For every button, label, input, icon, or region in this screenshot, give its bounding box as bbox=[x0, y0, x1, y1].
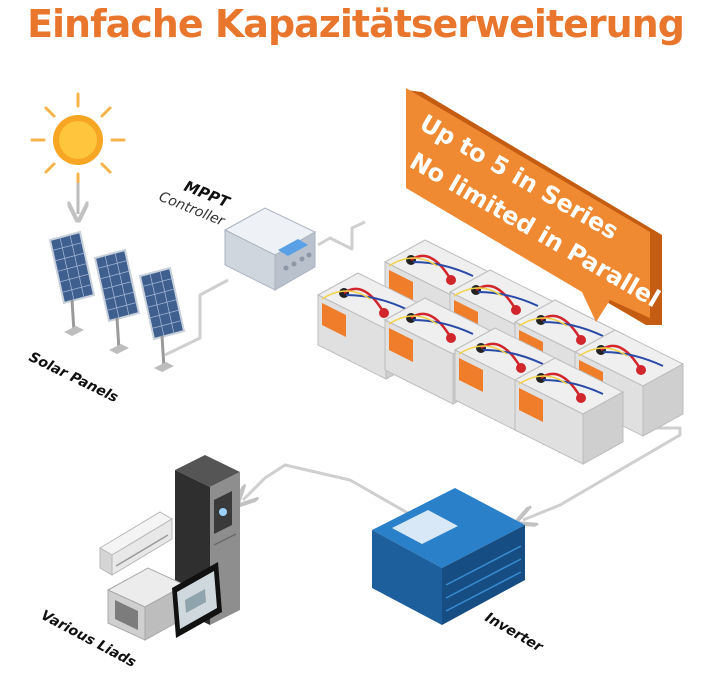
mppt-to-battery-line bbox=[317, 220, 366, 251]
inverter-display-icon bbox=[392, 510, 458, 544]
solar-panels-label: Solar Panels bbox=[26, 349, 120, 406]
inverter-label: Inverter bbox=[482, 610, 546, 656]
tablet-icon bbox=[172, 562, 222, 638]
inverter bbox=[372, 488, 525, 625]
connection-lines bbox=[164, 220, 682, 522]
panel-to-mppt-line bbox=[164, 278, 229, 357]
solar-panel-icon bbox=[138, 266, 186, 372]
mppt-controller bbox=[223, 207, 317, 291]
sun-icon bbox=[30, 92, 126, 188]
battery-to-inverter-line bbox=[523, 426, 682, 520]
solar-panels bbox=[48, 230, 186, 372]
mppt-display-icon bbox=[278, 239, 308, 256]
air-conditioner-icon bbox=[99, 511, 173, 576]
solar-panel-icon bbox=[48, 230, 96, 336]
page-title: Einfache Kapazitätserweiterung bbox=[27, 2, 685, 46]
loads-group bbox=[99, 455, 240, 641]
battery-icon bbox=[513, 357, 625, 465]
battery-bank bbox=[316, 239, 685, 465]
solar-panel-icon bbox=[93, 248, 141, 354]
inverter-to-loads-line bbox=[243, 463, 421, 522]
